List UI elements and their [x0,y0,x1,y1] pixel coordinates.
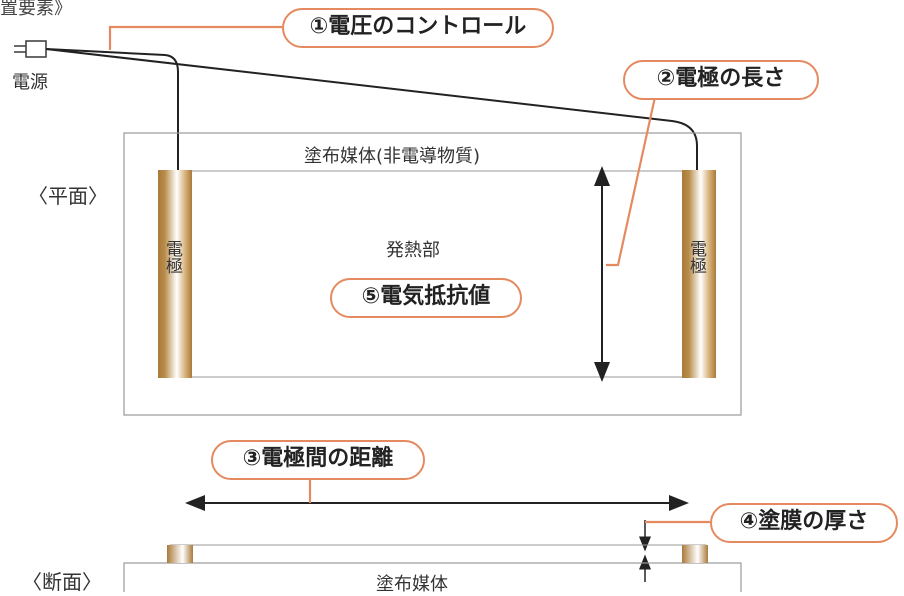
length-leader-line [606,96,657,267]
section-medium-label: 塗布媒体 [376,574,448,595]
section-view-label: 〈断面〉 [22,570,102,594]
section-left-electrode [167,545,193,563]
coating-thickness-label: ④塗膜の厚さ [710,503,898,543]
voltage-leader-line [108,25,282,50]
electrical-resistance-label: ⑤電気抵抗値 [330,278,522,318]
heating-area-outline [189,170,687,378]
electrode-length-label: ②電極の長さ [623,60,819,100]
right-electrode-label: 電極 [686,240,706,274]
section-medium-outline [123,562,742,592]
section-right-electrode [682,545,708,563]
left-electrode-label: 電極 [162,240,182,274]
plan-view-label: 〈平面〉 [28,184,108,208]
power-plug-icon [14,40,47,58]
electrode-distance-label: ③電極間の距離 [211,440,425,480]
power-source-label: 電源 [12,72,48,93]
plan-medium-outline [123,132,742,416]
section-coating-layer [169,544,707,564]
power-cable-right [45,48,698,170]
voltage-control-label: ①電圧のコントロール [282,8,554,48]
heating-section-label: 発熱部 [386,240,440,261]
right-electrode: 電極 [682,170,716,378]
left-electrode: 電極 [158,170,192,378]
power-cable-left [45,48,179,170]
header-partial-text: 置要素》 [0,0,72,19]
plan-medium-label: 塗布媒体(非電導物質) [304,146,481,167]
